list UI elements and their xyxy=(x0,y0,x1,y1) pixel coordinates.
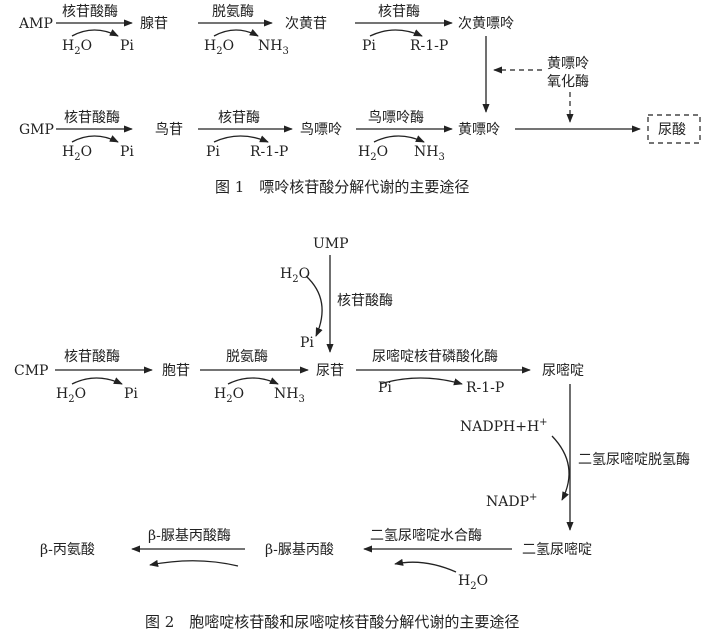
gmp-pi-label: Pi xyxy=(120,144,134,160)
cmp-pi-label: Pi xyxy=(124,386,138,402)
amp-h2o-label: H2O xyxy=(62,38,92,57)
figure-1: AMP 核苷酸酶 H2O Pi 腺苷 脱氨酶 H2O NH3 次黄苷 核苷酶 P… xyxy=(18,4,701,196)
guanosine-label: 鸟苷 xyxy=(155,122,183,138)
phosphorylase-side-arrow xyxy=(379,377,463,386)
amp-label: AMP xyxy=(18,16,53,32)
nucleosidase-2-side-arrow xyxy=(213,135,269,143)
xanthine-oxidase-label-line1: 黄嘌呤 xyxy=(547,55,589,72)
uric-acid-box xyxy=(647,114,701,144)
nadp-label: NADP+ xyxy=(486,492,537,510)
gmp-h2o-label: H2O xyxy=(62,144,92,163)
cytidine-label: 胞苷 xyxy=(162,363,190,379)
guanase-nh3-label: NH3 xyxy=(414,144,445,163)
nucleosidase-1-pi-label: Pi xyxy=(362,38,376,54)
deaminase-h2o-label: H2O xyxy=(204,38,234,57)
amp-enzyme-label: 核苷酸酶 xyxy=(62,4,118,20)
adenosine-label: 腺苷 xyxy=(140,16,168,32)
hypoxanthine-label: 次黄嘌呤 xyxy=(458,15,514,32)
nucleosidase-2-pi-label: Pi xyxy=(206,144,220,160)
inosine-label: 次黄苷 xyxy=(285,15,327,32)
deaminase-nh3-label: NH3 xyxy=(258,38,289,57)
phosphorylase-r1p-label: R-1-P xyxy=(466,380,504,396)
deaminase-2-side-arrow xyxy=(227,377,279,385)
ureidopropionate-label: β-脲基丙酸 xyxy=(265,541,334,558)
dpd-side-arrow xyxy=(551,435,570,501)
xanthine-oxidase-label-line2: 氧化酶 xyxy=(547,74,589,90)
guanase-side-arrow xyxy=(373,135,425,143)
deaminase-2-nh3-label: NH3 xyxy=(274,386,305,405)
guanase-label: 鸟嘌呤酶 xyxy=(368,110,424,126)
ureidopropionase-side-arrow xyxy=(149,559,239,567)
hydratase-label: 二氢尿嘧啶水合酶 xyxy=(370,527,482,544)
gmp-label: GMP xyxy=(19,122,54,138)
hydratase-h2o-label: H2O xyxy=(458,573,488,592)
gmp-side-arrow xyxy=(71,135,119,143)
figure-2: UMP H2O 核苷酸酶 Pi CMP 核苷酸酶 H2O Pi 胞苷 脱氨酶 H… xyxy=(14,236,690,631)
xanthine-label: 黄嘌呤 xyxy=(458,121,500,138)
ump-pi-label: Pi xyxy=(300,335,314,351)
deaminase-label: 脱氨酶 xyxy=(212,4,254,20)
guanine-label: 鸟嘌呤 xyxy=(300,122,342,138)
cmp-h2o-label: H2O xyxy=(56,386,86,405)
cmp-side-arrow xyxy=(71,377,123,385)
nadph-label: NADPH+H+ xyxy=(460,417,548,435)
amp-pi-label: Pi xyxy=(120,38,134,54)
dihydrouracil-label: 二氢尿嘧啶 xyxy=(522,541,592,558)
ureidopropionase-label: β-脲基丙酸酶 xyxy=(148,527,231,544)
nucleosidase-1-label: 核苷酶 xyxy=(378,4,420,20)
phosphorylase-label: 尿嘧啶核苷磷酸化酶 xyxy=(372,348,498,365)
cmp-enzyme-label: 核苷酸酶 xyxy=(64,349,120,365)
beta-alanine-label: β-丙氨酸 xyxy=(40,542,95,558)
uridine-label: 尿苷 xyxy=(316,363,344,379)
uracil-label: 尿嘧啶 xyxy=(542,362,584,379)
figure-1-caption: 图 1 嘌呤核苷酸分解代谢的主要途径 xyxy=(215,178,469,196)
figure-2-caption: 图 2 胞嘧啶核苷酸和尿嘧啶核苷酸分解代谢的主要途径 xyxy=(145,613,519,631)
hydratase-side-arrow xyxy=(394,558,457,573)
nucleosidase-2-label: 核苷酶 xyxy=(218,110,260,126)
nucleosidase-1-side-arrow xyxy=(369,29,423,37)
deaminase-2-label: 脱氨酶 xyxy=(226,349,268,365)
nucleosidase-2-r1p-label: R-1-P xyxy=(250,144,288,160)
dpd-label: 二氢尿嘧啶脱氢酶 xyxy=(578,451,690,468)
uric-acid-label: 尿酸 xyxy=(658,122,686,138)
ump-side-arrow xyxy=(305,275,323,337)
cmp-label: CMP xyxy=(14,363,48,379)
nucleosidase-1-r1p-label: R-1-P xyxy=(410,38,448,54)
gmp-enzyme-label: 核苷酸酶 xyxy=(64,110,120,126)
amp-side-arrow xyxy=(71,29,119,37)
ump-h2o-label: H2O xyxy=(280,266,310,285)
ump-enzyme-label: 核苷酸酶 xyxy=(337,293,393,309)
ump-label: UMP xyxy=(313,236,349,252)
phosphorylase-pi-label: Pi xyxy=(378,380,392,396)
deaminase-side-arrow xyxy=(213,28,259,37)
deaminase-2-h2o-label: H2O xyxy=(214,386,244,405)
guanase-h2o-label: H2O xyxy=(358,144,388,163)
